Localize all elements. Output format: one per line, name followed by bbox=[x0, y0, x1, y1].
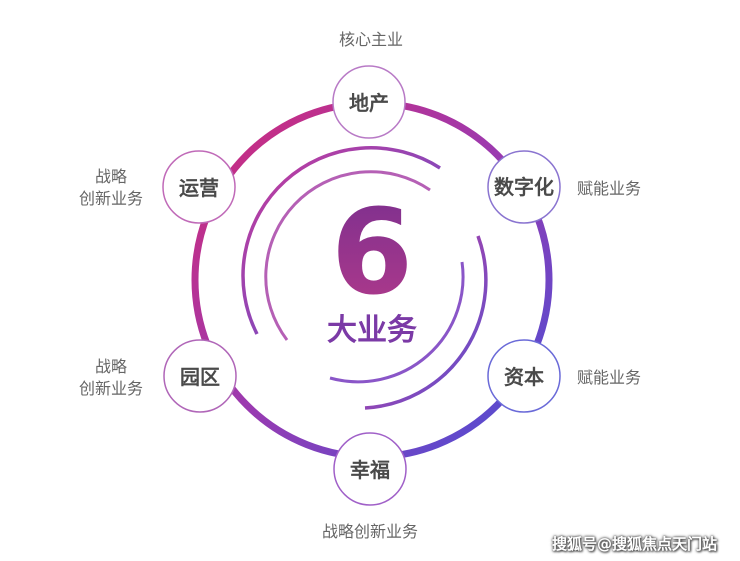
node-ziben: 资本 bbox=[487, 339, 561, 413]
node-xingfu: 幸福 bbox=[333, 432, 407, 506]
node-label-yunying: 运营 bbox=[179, 176, 219, 200]
inner-arc-2 bbox=[364, 235, 488, 410]
side-label-yuanqu-line2: 创新业务 bbox=[79, 379, 143, 398]
side-label-yunying-line2: 创新业务 bbox=[79, 189, 143, 208]
side-label-ziben: 赋能业务 bbox=[577, 368, 641, 387]
node-shuzihua: 数字化 bbox=[487, 150, 561, 224]
side-label-dichan: 核心主业 bbox=[339, 30, 403, 49]
side-label-yunying-line1: 战略 bbox=[95, 167, 127, 186]
center-label: 大业务 bbox=[327, 313, 417, 348]
watermark: 搜狐号@搜狐焦点天门站 bbox=[552, 535, 718, 553]
node-label-ziben: 资本 bbox=[504, 365, 544, 389]
node-label-dichan: 地产 bbox=[349, 91, 389, 115]
side-label-shuzihua: 赋能业务 bbox=[577, 179, 641, 198]
inner-arc-4 bbox=[329, 261, 465, 384]
center-number: 6 bbox=[331, 183, 413, 321]
node-yuanqu: 园区 bbox=[163, 339, 237, 413]
inner-arc-1 bbox=[241, 146, 441, 335]
node-label-yuanqu: 园区 bbox=[180, 365, 220, 389]
side-label-xingfu: 战略创新业务 bbox=[322, 522, 418, 541]
node-dichan: 地产 bbox=[332, 65, 406, 139]
node-yunying: 运营 bbox=[162, 150, 236, 224]
side-label-yuanqu-line1: 战略 bbox=[95, 357, 127, 376]
node-label-xingfu: 幸福 bbox=[350, 458, 390, 482]
inner-arc-3 bbox=[264, 170, 431, 341]
node-label-shuzihua: 数字化 bbox=[494, 175, 554, 199]
